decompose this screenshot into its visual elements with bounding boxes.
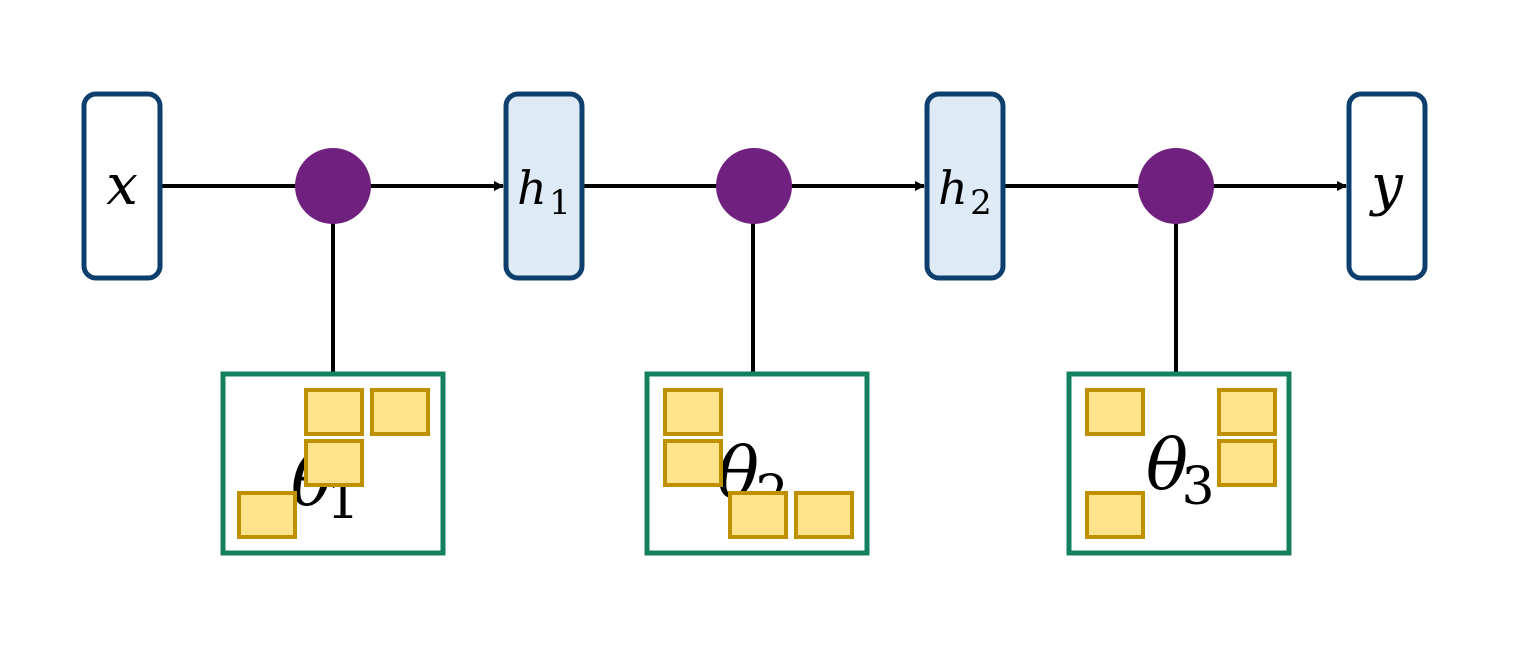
node-y: y <box>1346 91 1428 281</box>
param-chip <box>1217 439 1277 487</box>
param-chip <box>304 388 364 436</box>
param-block-theta2: θ 2 <box>644 371 870 556</box>
op-circle-1 <box>295 148 371 224</box>
param-chip <box>237 491 297 539</box>
node-h2-subscript: 2 <box>970 183 992 223</box>
theta3-subscript: 3 <box>1181 457 1214 517</box>
param-chip <box>794 491 854 539</box>
theta3-label: θ <box>1146 424 1188 506</box>
node-h1: h 1 <box>503 91 585 281</box>
param-chip <box>1217 388 1277 436</box>
param-chip <box>370 388 430 436</box>
node-h2-label: h <box>938 161 968 215</box>
param-chip <box>304 439 364 487</box>
param-chip <box>1085 388 1145 436</box>
op-circle-2 <box>716 148 792 224</box>
node-h2: h 2 <box>924 91 1006 281</box>
param-block-theta3: θ 3 <box>1066 371 1292 556</box>
param-block-theta1: θ 1 <box>220 371 446 556</box>
node-x: x <box>81 91 163 281</box>
param-chips-1 <box>237 388 430 539</box>
node-h1-label: h <box>517 161 547 215</box>
param-chip <box>663 439 723 487</box>
param-chip <box>728 491 788 539</box>
param-chips-2 <box>663 388 854 539</box>
node-y-label: y <box>1368 153 1404 218</box>
edges <box>161 181 1347 373</box>
op-circle-3 <box>1138 148 1214 224</box>
param-chips-3 <box>1085 388 1277 539</box>
node-h1-subscript: 1 <box>549 183 571 223</box>
node-x-label: x <box>106 153 138 218</box>
param-chip <box>1085 491 1145 539</box>
param-chip <box>663 388 723 436</box>
